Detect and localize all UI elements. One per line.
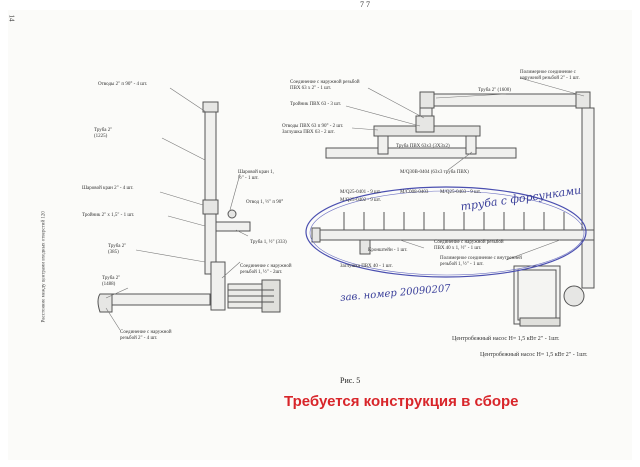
top-mark: 7 7 xyxy=(360,0,370,9)
page-number: 14 xyxy=(7,14,16,22)
label-connector-half: Соединение с наружной резьбой 1, ½" - 2ш… xyxy=(240,264,292,275)
label-pipe-385: Труба 2" (385) xyxy=(108,244,127,255)
label-connector-pvc: Соединение с наружной резьбой ПВХ 63 x 2… xyxy=(290,80,360,91)
label-pipe-1488: Труба 2" (1488) xyxy=(102,276,121,287)
label-elbows: Отводы 2" п 90° - 4 шт. xyxy=(98,82,148,87)
right-pump-box xyxy=(513,265,585,327)
label-pipe-pvc: Труба ПВХ 63x3 (3X3x2) xyxy=(396,144,450,149)
left-vertical-pipe xyxy=(202,101,219,219)
leader-lines xyxy=(105,77,585,331)
label-m-part: М/Q30В-0404 (63x3 труба ПВХ) xyxy=(400,170,469,175)
pvc-manifold xyxy=(325,115,517,159)
left-branch xyxy=(215,209,251,232)
label-ball-valve-2: Шаровой кран 2" - 4 шт. xyxy=(82,186,134,191)
label-elbow-half: Отвод 1, ½" п 90° xyxy=(246,200,284,205)
label-bracket: Кронштейн - 1 шт. xyxy=(368,248,408,253)
label-connector-40: Соединение с наружной резьбой ПВХ 40 x 1… xyxy=(434,240,504,251)
label-plug: Заглушка ПВХ 40 - 1 шт. xyxy=(340,264,393,269)
label-pump-copy: Центробежный насос Н= 1,5 кВт 2" - 1шт. xyxy=(480,352,588,358)
figure-caption: Рис. 5 xyxy=(340,376,361,385)
label-connector-ext: Соединение с наружной резьбой 2" - 4 шт. xyxy=(120,330,172,341)
label-nozzles-c: M/C008-0403 xyxy=(400,190,429,195)
label-connector-top: Полимерное соединение с наружной резьбой… xyxy=(520,70,580,81)
label-nozzles-d: M/Q25-0403 - 9 шт. xyxy=(440,190,481,195)
nozzles xyxy=(343,212,565,230)
label-pipe-1225: Труба 2" (1225) xyxy=(94,128,113,139)
side-note: Расстояние между центрами входных отверс… xyxy=(41,211,47,323)
label-pipe-333: Труба 1, ½" (333) xyxy=(250,240,287,245)
label-tee: Тройник 2" x 1,5" - 1 шт. xyxy=(82,213,135,218)
label-polymer-40: Полимерное соединение с внутренней резьб… xyxy=(440,256,522,267)
label-nozzles-b: M/Q25-0402 - 9 шт. xyxy=(340,198,381,203)
label-ball-valve-half: Шаровой кран 1, ½" - 1 шт. xyxy=(238,170,274,181)
handwritten-ellipse xyxy=(305,186,587,278)
label-nozzles-a: M/Q25-0401 - 9 шт. xyxy=(340,190,381,195)
figure-headline: Требуется конструкция в сборе xyxy=(284,393,519,410)
left-motor-pump xyxy=(227,279,281,313)
nozzle-pipe xyxy=(311,227,595,255)
label-tee-pvc: Тройник ПВХ 63 - 3 шт. xyxy=(290,102,342,107)
label-pipe-1600: Труба 2" (1600) xyxy=(478,88,511,93)
label-pump: Центробежный насос Н= 1,5 кВт 2" - 1шт. xyxy=(452,336,560,342)
left-lower-pipe xyxy=(97,213,226,313)
label-elbows-pvc: Отводы ПВХ 63 п 90° - 2 шт. Заглушка ПВХ… xyxy=(282,124,344,135)
